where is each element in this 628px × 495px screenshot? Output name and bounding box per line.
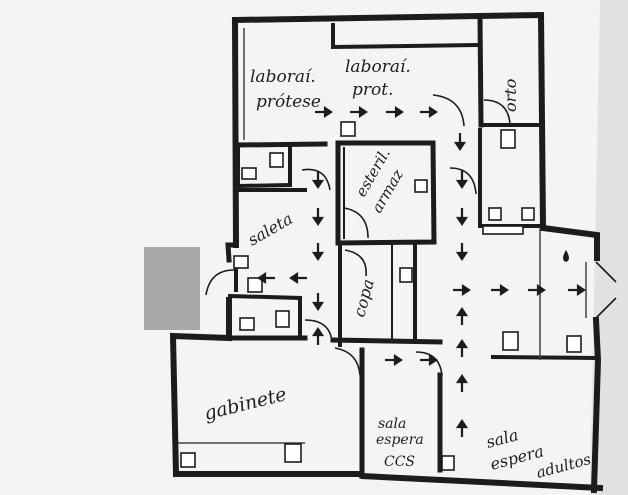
sink-icon <box>414 179 428 193</box>
arrow-right-icon <box>528 283 546 297</box>
label-lab-protese-2: prótese <box>256 92 321 112</box>
arrow-up-icon <box>455 374 469 392</box>
door-swing-icon <box>344 249 367 277</box>
sink-icon <box>284 443 302 463</box>
wc1-walls <box>236 143 292 189</box>
arrow-down-icon <box>311 293 325 311</box>
arrow-down-icon <box>455 208 469 226</box>
adultos-top-wall <box>490 354 598 361</box>
sink-icon <box>247 277 263 293</box>
sink-icon <box>566 335 582 353</box>
toilet-icon <box>269 152 284 168</box>
sink-icon <box>233 255 249 269</box>
door-swing-icon <box>432 94 465 127</box>
arrow-up-icon <box>455 339 469 357</box>
door-swing-icon <box>483 99 511 125</box>
arrow-right-icon <box>420 353 438 367</box>
drop-icon <box>563 250 569 262</box>
sink-icon <box>521 207 535 221</box>
sink-icon <box>239 317 255 331</box>
label-espera-ccs-2: espera <box>376 432 424 448</box>
arrow-right-icon <box>386 105 404 119</box>
exterior-wall-left-mid <box>169 297 232 478</box>
label-espera-ccs-3: CCS <box>384 454 415 470</box>
arrow-down-icon <box>453 133 467 151</box>
room-labels: laboraí. prótese laboraí. prot. orto est… <box>202 57 593 482</box>
toilet-icon <box>275 310 290 328</box>
sink-icon <box>488 207 502 221</box>
window-lines <box>178 28 587 444</box>
sink-icon <box>482 225 524 235</box>
orto-left-wall <box>477 15 484 128</box>
exterior-wall-left-notch <box>225 242 239 263</box>
fixtures <box>180 121 582 471</box>
sink-icon <box>399 267 413 283</box>
exterior-wall-right <box>539 224 602 494</box>
sink-icon <box>441 455 455 471</box>
copa-walls <box>338 241 417 347</box>
arrow-down-icon <box>455 171 469 189</box>
arrow-right-icon <box>315 105 333 119</box>
arrow-left-icon <box>257 271 275 285</box>
arrow-down-icon <box>311 208 325 226</box>
door-swing-icon <box>205 269 235 296</box>
sink-icon <box>502 331 519 351</box>
flow-arrows <box>257 105 586 437</box>
sink-icon <box>180 452 196 468</box>
sink-icon <box>241 167 257 180</box>
door-swing-icon <box>334 347 361 376</box>
lab-bottom-wall <box>235 140 436 148</box>
door-swing-icon <box>449 167 477 195</box>
arrow-right-icon <box>568 283 586 297</box>
arrow-down-icon <box>311 243 325 261</box>
arrow-down-icon <box>455 243 469 261</box>
arrow-right-icon <box>385 353 403 367</box>
arrow-down-icon <box>311 171 325 189</box>
lab-divider-wall <box>331 23 479 50</box>
arrow-right-icon <box>350 105 368 119</box>
door-swing-icon <box>301 168 331 191</box>
walls <box>169 11 604 494</box>
label-lab-prot-2: prot. <box>352 80 393 100</box>
arrow-right-icon <box>420 105 438 119</box>
label-espera-ccs-1: sala <box>378 416 406 432</box>
arrow-left-icon <box>289 271 307 285</box>
exterior-wall-left-upper <box>231 16 240 249</box>
doors <box>205 94 617 377</box>
door-swing-icon <box>595 261 617 319</box>
label-orto: orto <box>501 79 520 112</box>
esteril-walls <box>335 140 437 246</box>
arrow-up-icon <box>455 307 469 325</box>
exterior-wall-top <box>231 11 547 232</box>
toilet-icon <box>500 129 516 149</box>
arrow-right-icon <box>491 283 509 297</box>
arrow-right-icon <box>453 283 471 297</box>
label-lab-prot-1: laboraí. <box>345 57 411 77</box>
grey-block <box>144 247 200 330</box>
toilet-icon <box>340 121 356 137</box>
wc3-walls <box>227 293 302 340</box>
door-swing-icon <box>343 207 369 239</box>
door-swing-icon <box>304 319 333 343</box>
label-lab-protese-1: laboraí. <box>250 67 316 87</box>
gabinete-top-wall <box>226 335 443 345</box>
arrow-up-icon <box>455 419 469 437</box>
arrow-up-icon <box>311 327 325 345</box>
